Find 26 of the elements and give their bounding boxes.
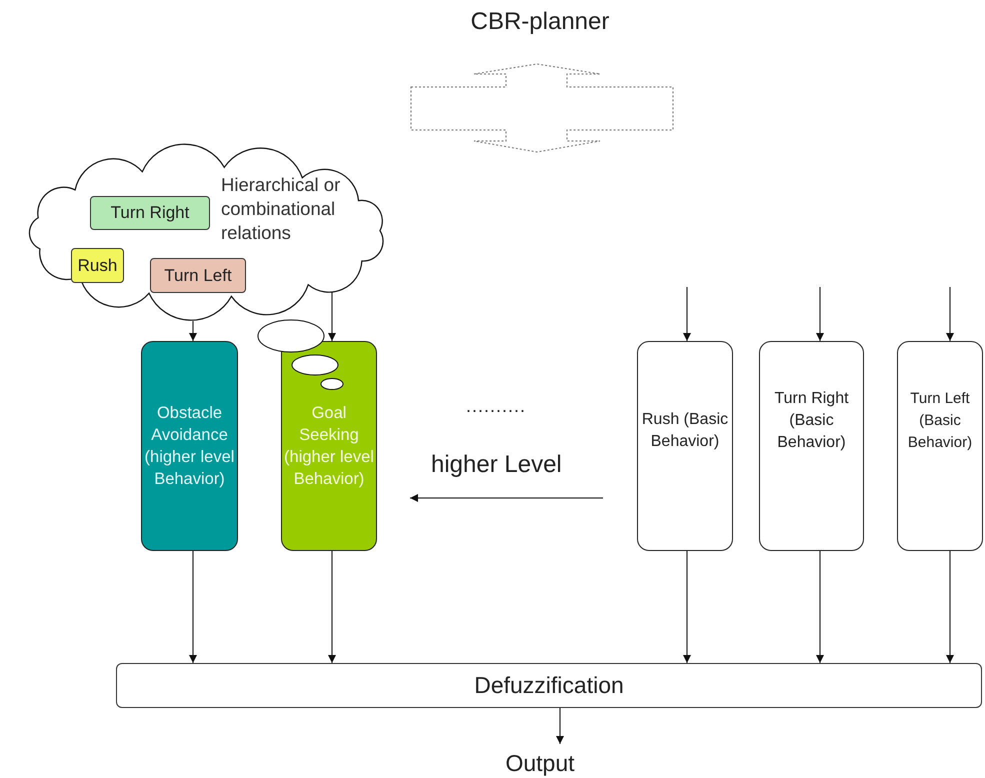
arrow xyxy=(683,286,691,342)
arrow xyxy=(816,286,824,342)
behavior-box: Rush (Basic Behavior) xyxy=(637,341,733,551)
behavior-box: Turn Right xyxy=(90,196,210,230)
arrow xyxy=(946,286,954,342)
arrow xyxy=(328,550,336,664)
double-block-arrow xyxy=(410,64,674,152)
arrow xyxy=(683,550,691,664)
behavior-box: Goal Seeking (higher level Behavior) xyxy=(281,341,377,551)
behavior-box: Rush xyxy=(71,248,124,283)
relations-note: Hierarchical or combinational relations xyxy=(221,173,342,245)
planner-title: CBR-planner xyxy=(440,8,640,64)
ellipsis-dots: .......... xyxy=(466,396,526,417)
arrow xyxy=(556,708,564,744)
arrow xyxy=(816,550,824,664)
arrow xyxy=(946,550,954,664)
behavior-box: Obstacle Avoidance (higher level Behavior) xyxy=(141,341,238,551)
arrow xyxy=(189,550,197,664)
arrow xyxy=(189,320,197,342)
output-label: Output xyxy=(480,748,600,778)
defuzzification-box: Defuzzification xyxy=(116,663,982,708)
arrow xyxy=(328,292,336,342)
behavior-box: Turn Right (Basic Behavior) xyxy=(759,341,864,551)
behavior-box: Turn Left (Basic Behavior) xyxy=(897,341,983,551)
behavior-box: Turn Left xyxy=(150,258,246,293)
direction-label: higher Level xyxy=(431,451,562,479)
